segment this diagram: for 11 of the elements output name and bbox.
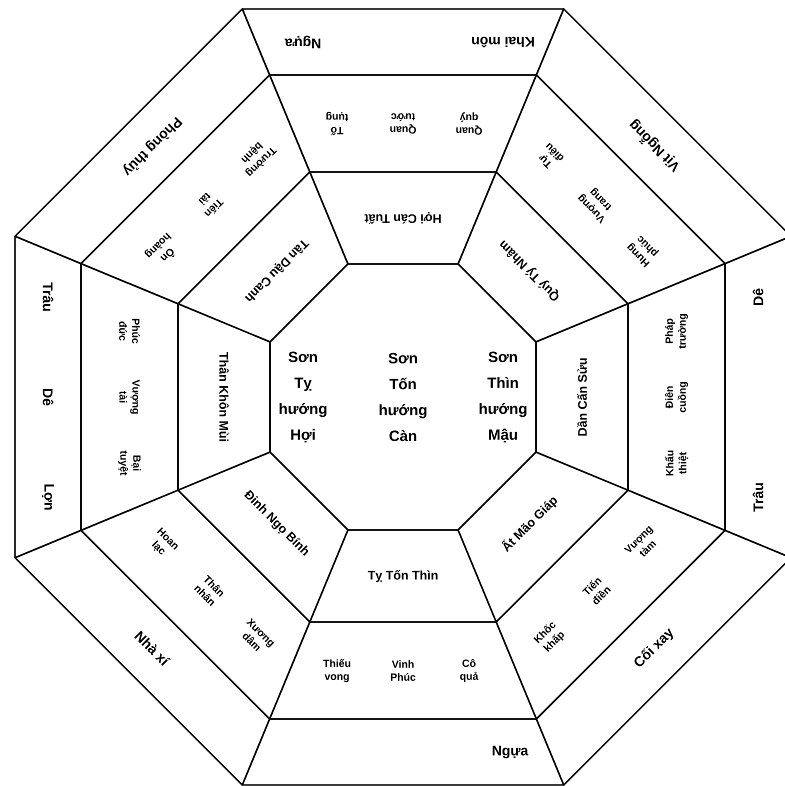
node-label: Sơn Tốn hướng Càn: [380, 352, 426, 442]
sector-cell: Khai môn Ngựa: [241, 8, 565, 76]
node-label: Sơn Tỵ hướng Hợi: [280, 352, 326, 442]
sector-cell: Hợi Cán Tuất: [309, 171, 497, 265]
sector-cell: Trâu Dê: [724, 235, 785, 558]
sector-cell: Tỵ Tốn Thìn: [309, 529, 497, 623]
sector-cell: Ngựa: [241, 718, 565, 786]
sector-cell: Dần Cấn Sửu: [535, 303, 629, 491]
sector-cell: Thân Khôn Mùi: [177, 303, 271, 491]
node-label: Sơn Thìn hướng Mậu: [480, 352, 526, 442]
sector-cell: Trâu Dê Lợn: [14, 235, 82, 558]
